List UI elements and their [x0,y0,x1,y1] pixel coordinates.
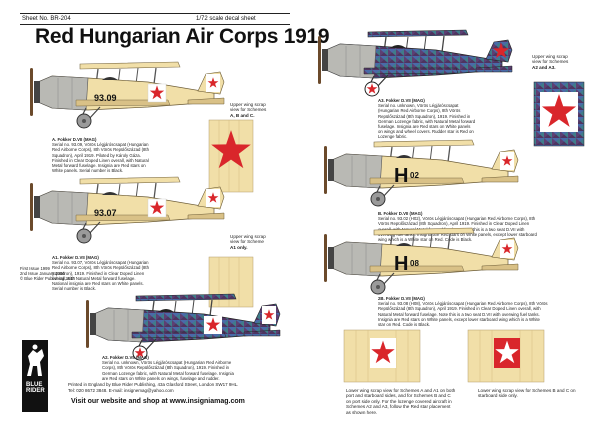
horse-rider-icon [27,344,44,376]
upper-wing-scrap-a2-a3 [533,81,585,147]
website-link[interactable]: Visit our website and shop at www.insign… [71,398,245,405]
lower-wing-note-right: Lower wing scrap view for Schemes B and … [478,388,576,399]
lower-wing-scrap-left [343,329,421,383]
upper-wing-scrap-a [208,119,254,193]
aircraft-scheme-a1: 93.07 [29,176,225,244]
aircraft-scheme-a: 93.09 [29,61,225,129]
blue-rider-logo-panel: BLUE RIDER [22,340,48,412]
aircraft-scheme-a3 [316,28,516,98]
print-info: First Issue 1999 2nd Issue January 2006 … [20,266,75,282]
caption-scheme-a3: A3. Fokker D.VII (MAG) Serial no. unknow… [378,98,476,140]
upper-wing-scrap-a1 [208,256,254,308]
page-title: Red Hungarian Air Corps 1919 [35,25,330,48]
aircraft-scheme-c: H 08 [323,227,519,295]
lower-wing-note-left: Lower wing scrap view for Schemes A and … [346,388,456,415]
aircraft-scheme-a2 [84,292,284,362]
code-letter-b: H [394,165,408,187]
serial-93-07: 93.07 [94,208,117,218]
scale-label: 1/72 scale decal sheet [196,16,256,22]
caption-scheme-a2: A2. Fokker D.VII (MAG) Serial no. unknow… [102,355,234,381]
aircraft-scheme-b: H 02 [323,139,519,207]
code-letter-c: H [394,253,408,275]
sheet-number: Sheet No. BR-204 [22,16,71,22]
code-number-c: 08 [410,259,419,268]
code-number-b: 02 [410,171,419,180]
brand-name: BLUE RIDER [26,382,45,395]
caption-scheme-a1: A1. Fokker D.VII (MAG) Serial no. 93.07,… [52,255,149,292]
sheet-header: Sheet No. BR-204 1/72 scale decal sheet [20,13,290,25]
wing-note-a: Upper wing scrap view for Schemes A, B a… [230,102,267,118]
publisher-footer: Printed in England by Blue Rider Publish… [68,382,239,393]
wing-note-a2-a3: Upper wing scrap view for Schemes A2 and… [532,54,569,70]
serial-93-09: 93.09 [94,93,117,103]
caption-scheme-a: A. Fokker D.VII (MAG) Serial no. 93.09, … [52,137,149,174]
lower-wing-scrap-right [467,329,545,383]
caption-scheme-c: 2B. Fokker D.VII (MAG) Serial no. 93.08 … [378,296,548,328]
wing-note-a1: Upper wing scrap view for Scheme A1 only… [230,234,266,250]
